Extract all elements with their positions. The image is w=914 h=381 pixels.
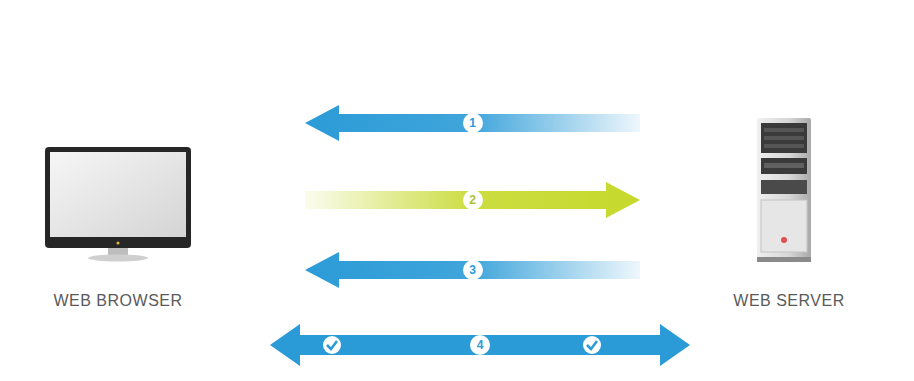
arrow-connector: [305, 182, 640, 218]
monitor-icon: [45, 147, 191, 262]
arrow-connector: [305, 252, 640, 288]
callout-number: 2: [463, 190, 483, 210]
device-label: WEB SERVER: [733, 291, 844, 310]
callout-number: 4: [470, 335, 490, 355]
server-icon: [757, 118, 811, 262]
device-node: WEB SERVER: [714, 112, 864, 310]
callout-number: 1: [463, 113, 483, 133]
device-node: WEB BROWSER: [30, 140, 206, 310]
check-icon: [583, 336, 601, 354]
callout-number: 3: [463, 260, 483, 280]
check-icon: [323, 336, 341, 354]
arrow-connector: [305, 105, 640, 141]
arrow-connector: [270, 324, 690, 366]
device-label: WEB BROWSER: [53, 291, 182, 310]
